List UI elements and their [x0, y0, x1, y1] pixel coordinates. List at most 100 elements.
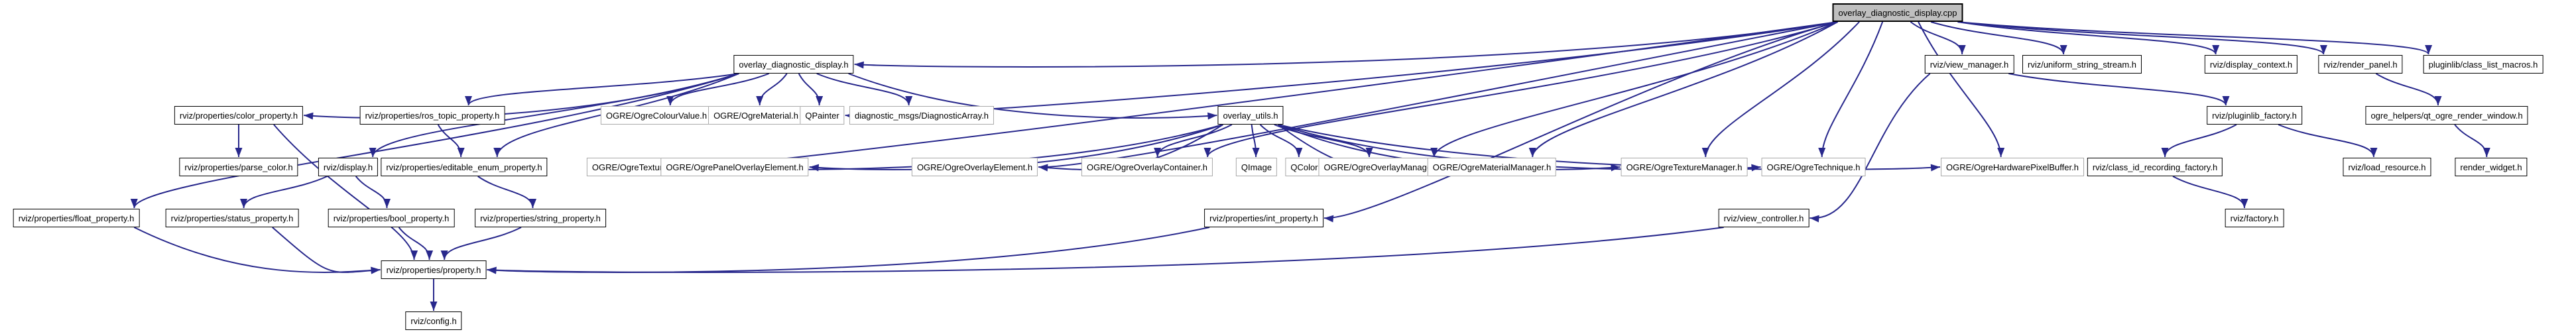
graph-node-bool-property[interactable]: rviz/properties/bool_property.h	[328, 209, 455, 227]
include-edge-odd_h-to-ogre_colour_value	[669, 73, 770, 106]
arrowhead-color_property-to-parse_color	[235, 148, 243, 157]
arrowhead-odd_h-to-color_property	[304, 112, 314, 120]
arrowhead-cpp-to-render_panel	[2319, 45, 2327, 54]
graph-node-editable-enum-property[interactable]: rviz/properties/editable_enum_property.h	[381, 158, 548, 176]
graph-node-view-controller[interactable]: rviz/view_controller.h	[1718, 209, 1809, 227]
include-edge-int_property-to-property_h	[487, 227, 1210, 273]
include-edge-pluginlib_factory-to-class_id_recording_factory	[2164, 124, 2237, 158]
include-edge-odd_h-to-display_h	[372, 73, 739, 158]
graph-node-view-manager[interactable]: rviz/view_manager.h	[1924, 55, 2014, 74]
graph-node-load-resource[interactable]: rviz/load_resource.h	[2343, 158, 2431, 176]
graph-node-cpp: overlay_diagnostic_display.cpp	[1832, 3, 1963, 22]
include-edge-cpp-to-uniform_string_stream	[1930, 21, 2065, 55]
arrowhead-overlay_utils-to-ogre_hardware_pixel_buffer	[1930, 164, 1940, 172]
arrowhead-odd_h-to-float_property	[130, 199, 138, 208]
graph-node-int-property[interactable]: rviz/properties/int_property.h	[1204, 209, 1323, 227]
graph-node-ogre-material: OGRE/OgreMaterial.h	[708, 106, 804, 125]
graph-node-render-panel[interactable]: rviz/render_panel.h	[2318, 55, 2403, 74]
graph-node-status-property[interactable]: rviz/properties/status_property.h	[165, 209, 299, 227]
arrowhead-cpp-to-uniform_string_stream	[2059, 45, 2067, 54]
graph-node-class-list-macros[interactable]: pluginlib/class_list_macros.h	[2423, 55, 2544, 74]
graph-node-factory-h[interactable]: rviz/factory.h	[2225, 209, 2284, 227]
arrowhead-overlay_utils-to-ogre_panel_overlay_element	[809, 164, 820, 172]
arrowhead-odd_h-to-qpainter	[816, 96, 824, 105]
arrowhead-string_property-to-property_h	[440, 250, 448, 260]
include-edge-odd_h-to-ogre_material	[759, 73, 788, 106]
include-edge-cpp-to-ogre_overlay_manager	[1433, 21, 1838, 158]
include-edge-cpp-to-qpainter	[845, 21, 1838, 117]
include-edge-color_property-to-property_h	[273, 124, 415, 260]
arrowhead-overlay_utils-to-qimage	[1252, 148, 1260, 157]
include-edge-view_manager-to-pluginlib_factory	[2008, 73, 2227, 106]
include-edge-status_property-to-property_h	[272, 227, 381, 273]
include-edge-string_property-to-property_h	[444, 227, 522, 260]
arrowhead-ros_topic_property-to-editable_enum_property	[457, 148, 465, 157]
graph-node-pluginlib-factory[interactable]: rviz/pluginlib_factory.h	[2207, 106, 2302, 125]
graph-node-ogre-overlay-container: OGRE/OgreOverlayContainer.h	[1081, 158, 1213, 176]
graph-node-odd-h[interactable]: overlay_diagnostic_display.h	[733, 55, 854, 74]
arrowhead-editable_enum_property-to-string_property	[529, 199, 536, 208]
include-edge-odd_h-to-overlay_utils	[848, 73, 1217, 119]
include-edge-float_property-to-property_h	[133, 227, 381, 273]
graph-node-diagnostic-array: diagnostic_msgs/DiagnosticArray.h	[849, 106, 995, 125]
graph-node-display-context[interactable]: rviz/display_context.h	[2204, 55, 2298, 74]
graph-node-qt-ogre-render-window[interactable]: ogre_helpers/qt_ogre_render_window.h	[2365, 106, 2528, 125]
include-edge-cpp-to-ogre_texture_manager	[1705, 21, 1860, 158]
graph-node-ros-topic-property[interactable]: rviz/properties/ros_topic_property.h	[359, 106, 505, 125]
graph-node-config-h[interactable]: rviz/config.h	[405, 311, 462, 330]
arrowhead-cpp-to-odd_h	[854, 61, 864, 69]
graph-node-ogre-panel-overlay-element: OGRE/OgrePanelOverlayElement.h	[660, 158, 809, 176]
arrowhead-odd_h-to-ogre_material	[756, 96, 764, 105]
arrowhead-cpp-to-class_list_macros	[2425, 45, 2433, 54]
include-edge-view_controller-to-property_h	[487, 227, 1724, 273]
arrowhead-cpp-to-ogre_hardware_pixel_buffer	[1997, 148, 2005, 157]
arrowhead-odd_h-to-ogre_colour_value	[666, 96, 674, 105]
include-edge-cpp-to-render_panel	[1957, 21, 2325, 55]
arrowhead-cpp-to-ogre_technique	[1818, 148, 1826, 157]
arrowhead-cpp-to-display_context	[2212, 45, 2220, 54]
include-edge-view_manager-to-view_controller	[1809, 73, 1931, 219]
include-edge-display_h-to-bool_property	[355, 176, 388, 209]
arrowhead-pluginlib_factory-to-load_resource	[2370, 148, 2378, 157]
include-edge-editable_enum_property-to-string_property	[477, 176, 534, 209]
arrowhead-display_h-to-status_property	[240, 199, 247, 208]
include-edge-cpp-to-ogre_overlay_element	[1038, 21, 1838, 168]
include-edge-cpp-to-ogre_material_manager	[1532, 21, 1838, 158]
arrowhead-color_property-to-property_h	[410, 250, 418, 260]
graph-node-render-widget[interactable]: render_widget.h	[2455, 158, 2528, 176]
include-edge-odd_h-to-diagnostic_array	[816, 73, 910, 106]
arrowhead-odd_h-to-editable_enum_property	[493, 148, 501, 157]
include-edge-odd_h-to-float_property	[133, 73, 739, 209]
graph-node-qpainter: QPainter	[800, 106, 845, 125]
include-edge-cpp-to-display_context	[1957, 21, 2217, 55]
include-edge-pluginlib_factory-to-load_resource	[2278, 124, 2374, 158]
arrowhead-property_h-to-config_h	[430, 302, 438, 311]
arrowhead-view_controller-to-property_h	[487, 266, 497, 274]
include-edge-cpp-to-int_property	[1323, 21, 1838, 219]
include-edge-cpp-to-ogre_technique	[1821, 21, 1884, 158]
graph-node-class-id-recording-factory[interactable]: rviz/class_id_recording_factory.h	[2087, 158, 2223, 176]
include-edge-class_id_recording_factory-to-factory_h	[2172, 176, 2245, 209]
arrowhead-pluginlib_factory-to-class_id_recording_factory	[2161, 148, 2169, 157]
graph-node-parse-color[interactable]: rviz/properties/parse_color.h	[179, 158, 298, 176]
graph-node-ogre-colour-value: OGRE/OgreColourValue.h	[600, 106, 713, 125]
graph-node-ogre-technique: OGRE/OgreTechnique.h	[1761, 158, 1866, 176]
arrowhead-status_property-to-property_h	[371, 266, 381, 274]
graph-node-display-h[interactable]: rviz/display.h	[318, 158, 379, 176]
graph-node-qcolor: QColor	[1285, 158, 1323, 176]
include-edge-display_h-to-status_property	[243, 176, 328, 209]
graph-node-property-h[interactable]: rviz/properties/property.h	[381, 260, 487, 279]
graph-node-qimage: QImage	[1235, 158, 1278, 176]
graph-node-float-property[interactable]: rviz/properties/float_property.h	[13, 209, 140, 227]
arrowhead-overlay_utils-to-qcolor	[1295, 148, 1303, 157]
graph-node-color-property[interactable]: rviz/properties/color_property.h	[174, 106, 304, 125]
graph-node-string-property[interactable]: rviz/properties/string_property.h	[475, 209, 606, 227]
graph-node-overlay-utils[interactable]: overlay_utils.h	[1217, 106, 1284, 125]
arrowhead-render_panel-to-qt_ogre_render_window	[2434, 96, 2442, 105]
graph-node-uniform-string-stream[interactable]: rviz/uniform_string_stream.h	[2022, 55, 2142, 74]
arrowhead-qt_ogre_render_window-to-render_widget	[2483, 148, 2490, 157]
arrowhead-overlay_utils-to-ogre_overlay_container	[1154, 148, 1162, 157]
arrowhead-odd_h-to-overlay_utils	[1207, 112, 1217, 120]
include-edge-cpp-to-class_list_macros	[1957, 21, 2429, 55]
